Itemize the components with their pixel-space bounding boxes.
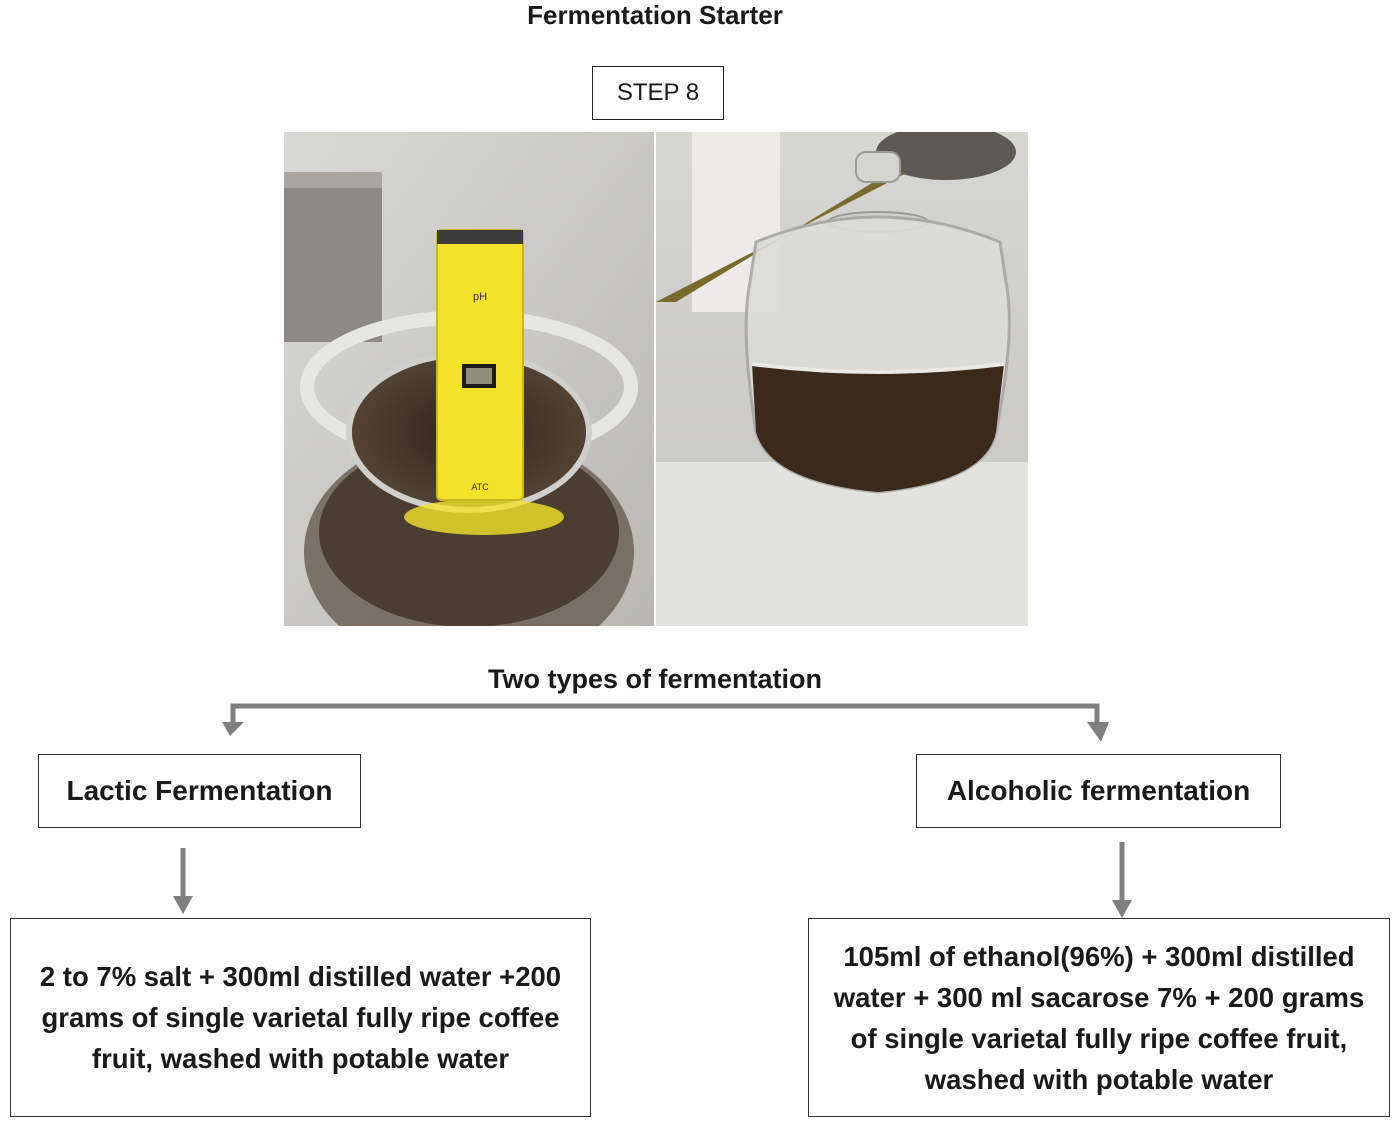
arrowhead-right [1087, 722, 1109, 742]
arrowhead-alcoholic [1112, 900, 1132, 918]
atc-label: ATC [471, 482, 489, 492]
alcoholic-recipe-box: 105ml of ethanol(96%) + 300ml distilled … [808, 918, 1390, 1117]
arrowheads [222, 722, 1109, 742]
glass-jar-icon [744, 151, 1011, 494]
lactic-recipe-box: 2 to 7% salt + 300ml distilled water +20… [10, 918, 591, 1117]
step-label-box: STEP 8 [592, 66, 724, 120]
fermentation-types-heading: Two types of fermentation [487, 664, 823, 694]
glass-jar-photo [656, 132, 1028, 626]
lactic-fermentation-box: Lactic Fermentation [38, 754, 361, 828]
ph-meter-icon [436, 229, 524, 501]
ph-meter-photo: pH ATC [284, 132, 654, 626]
arrowhead-left [222, 722, 244, 736]
page-title: Fermentation Starter [527, 0, 783, 30]
ph-label: pH [473, 291, 487, 303]
alcoholic-fermentation-box: Alcoholic fermentation [916, 754, 1281, 828]
branch-connector [230, 703, 1100, 724]
arrowhead-lactic [173, 896, 193, 914]
